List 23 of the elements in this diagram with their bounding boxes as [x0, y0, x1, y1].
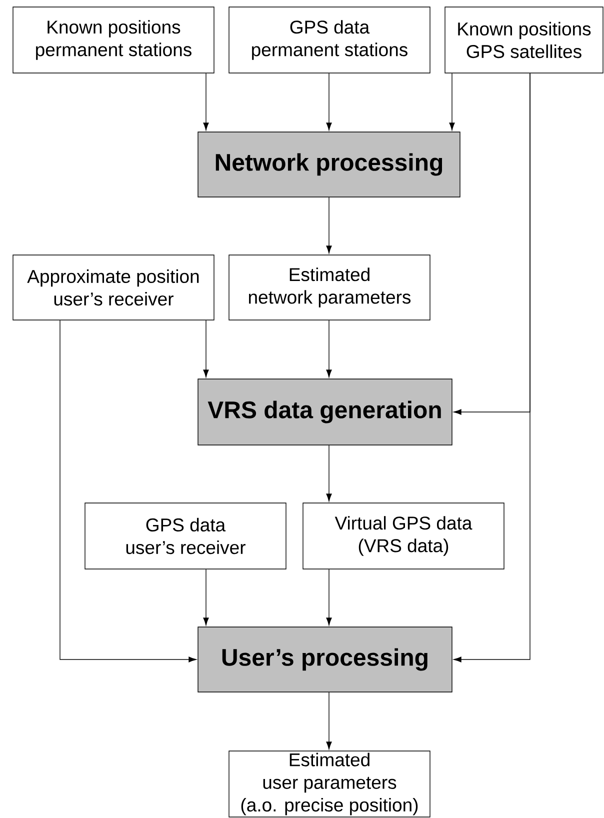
data-box: GPS data user’s receiver: [84, 502, 286, 570]
arrow: [449, 73, 455, 130]
arrow: [326, 73, 332, 130]
arrow: [326, 692, 332, 750]
arrow: [60, 320, 196, 662]
arrow: [326, 569, 332, 626]
arrow: [454, 73, 530, 662]
arrow: [326, 445, 332, 502]
arrow: [203, 73, 209, 130]
process-box: Network processing: [198, 132, 460, 198]
process-box: User’s processing: [198, 626, 452, 692]
data-box: Approximate position user’s receiver: [12, 254, 214, 320]
data-box: Estimated user parameters (a.o. precise position): [228, 750, 430, 818]
data-box: GPS data permanent stations: [228, 6, 430, 74]
arrow: [326, 197, 332, 254]
data-box: Known positions permanent stations: [12, 6, 214, 74]
data-box: Known positions GPS satellites: [444, 6, 604, 74]
process-box: VRS data generation: [198, 378, 452, 446]
data-box: Estimated network parameters: [228, 254, 430, 320]
arrow: [203, 569, 209, 626]
arrow: [326, 320, 332, 378]
arrow: [203, 320, 209, 378]
data-box: Virtual GPS data (VRS data): [302, 502, 504, 570]
